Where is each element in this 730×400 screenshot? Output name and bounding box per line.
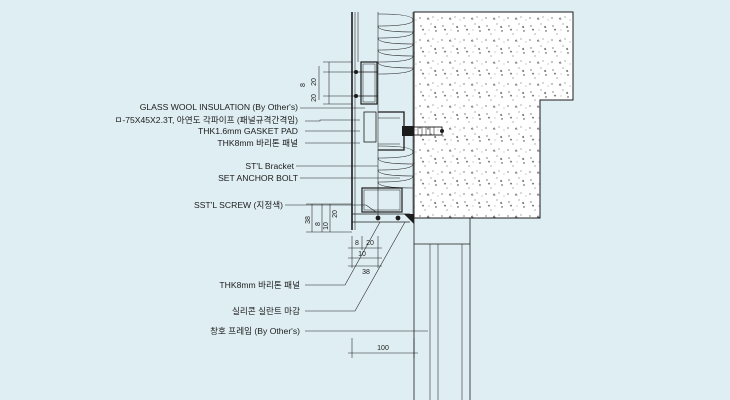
bottom-dimensions bbox=[348, 236, 418, 358]
dim-upper-8: 8 bbox=[300, 83, 307, 87]
label-anchor-bolt: SET ANCHOR BOLT bbox=[218, 173, 299, 183]
steel-bracket bbox=[363, 111, 405, 151]
concrete-slab bbox=[413, 11, 574, 219]
label-window-frame: 창호 프레임 (By Other's) bbox=[210, 325, 300, 336]
dim-bottom-100: 100 bbox=[377, 345, 389, 352]
label-baritone-panel: THK8mm 바리톤 패널 bbox=[217, 138, 298, 148]
dim-upper-20: 20 bbox=[311, 78, 318, 86]
set-anchor-bolt bbox=[402, 126, 444, 136]
label-gasket-pad: THK1.6mm GASKET PAD bbox=[198, 126, 298, 136]
leader-lines bbox=[285, 107, 428, 332]
label-square-pipe: ㅁ-75X45X2.3T, 아연도 각파이프 (패널규격간격임) bbox=[114, 114, 298, 125]
panel-facade bbox=[351, 12, 359, 230]
label-steel-bracket: ST'L Bracket bbox=[245, 161, 294, 171]
label-baritone-panel-lower: THK8mm 바리톤 패널 bbox=[219, 280, 300, 290]
dim-upper-20b: 20 bbox=[311, 94, 318, 102]
dim-horiz-10: 10 bbox=[358, 251, 366, 258]
dim-lower-8: 8 bbox=[315, 222, 322, 226]
window-frame bbox=[413, 218, 471, 400]
dim-horiz-20: 20 bbox=[366, 240, 374, 247]
glass-wool-insulation bbox=[377, 12, 414, 218]
square-pipe-lower bbox=[352, 187, 414, 224]
dim-lower-38: 38 bbox=[305, 216, 312, 224]
dim-horiz-38: 38 bbox=[362, 269, 370, 276]
left-dimension-upper bbox=[318, 61, 352, 105]
dim-horiz-8: 8 bbox=[355, 240, 359, 247]
dim-lower-10: 10 bbox=[323, 222, 330, 230]
dim-lower-20: 20 bbox=[332, 210, 339, 218]
left-dimension-lower bbox=[306, 203, 352, 233]
square-pipe-upper bbox=[352, 61, 378, 105]
label-glass-wool: GLASS WOOL INSULATION (By Other's) bbox=[140, 102, 298, 112]
label-sst-screw: SST'L SCREW (지정색) bbox=[194, 200, 283, 210]
label-silicone-sealant: 실리콘 실란트 마감 bbox=[232, 305, 300, 316]
